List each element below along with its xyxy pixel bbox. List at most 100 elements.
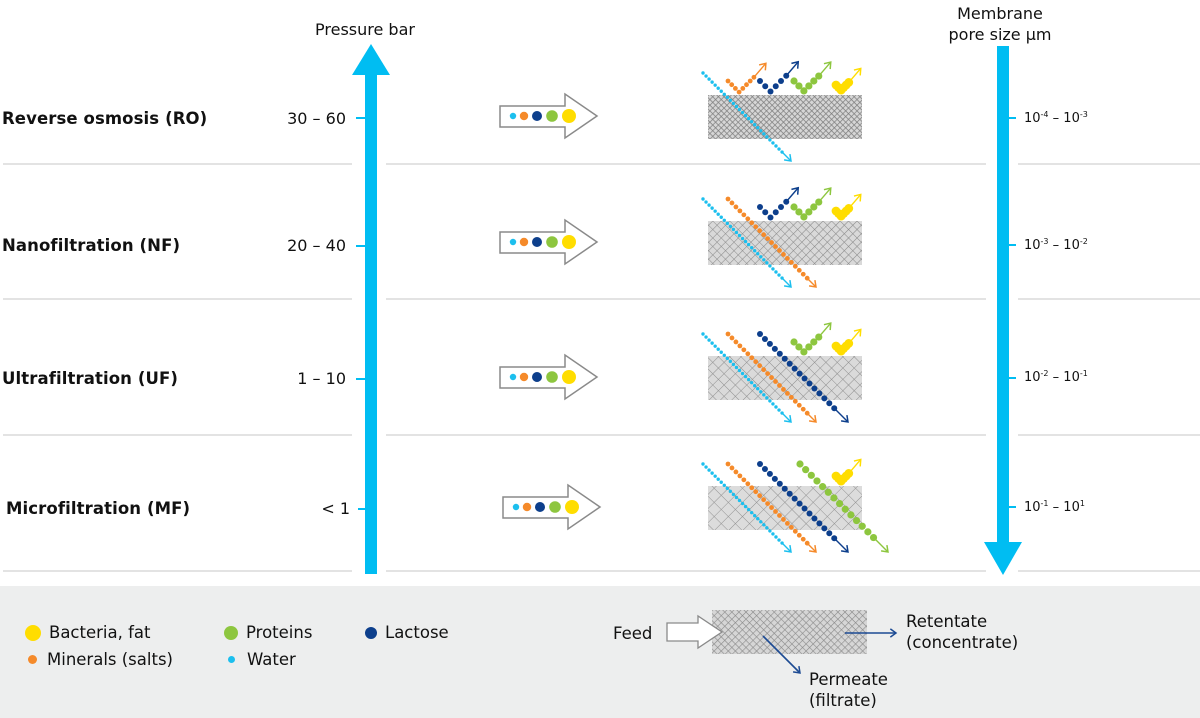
lactose-particle-path bbox=[757, 186, 800, 221]
water-feed-dot bbox=[509, 112, 517, 120]
minerals-particle bbox=[761, 232, 767, 238]
process-row-nf bbox=[499, 186, 862, 288]
bacteria_fat-feed-dot bbox=[562, 235, 576, 249]
bacteria_fat-particle-path bbox=[831, 458, 862, 486]
minerals-particle bbox=[800, 536, 806, 542]
water-particle bbox=[713, 474, 717, 478]
lactose-path-line bbox=[785, 187, 799, 203]
proteins-particle bbox=[795, 82, 803, 90]
minerals-particle bbox=[741, 477, 747, 483]
minerals-particle bbox=[773, 244, 778, 249]
minerals-particle bbox=[792, 528, 798, 534]
bacteria_fat-particle-path bbox=[831, 328, 862, 356]
pore-size-value-ro: 10-4 – 10-3 bbox=[1024, 110, 1088, 126]
proteins-particle-path bbox=[796, 460, 889, 553]
pore-max-base: 10 bbox=[1063, 238, 1080, 253]
water-particle bbox=[749, 245, 754, 250]
lactose-dot-icon bbox=[365, 626, 377, 639]
pressure-tick-ro bbox=[356, 117, 365, 119]
water-arrowhead-icon bbox=[783, 544, 792, 553]
pressure-axis-arrow bbox=[352, 44, 390, 574]
minerals-particle-path bbox=[725, 62, 767, 95]
water-particle bbox=[701, 71, 705, 75]
permeate-arrow-line bbox=[762, 635, 800, 673]
lactose-particle bbox=[781, 355, 788, 362]
minerals-path-line bbox=[806, 542, 817, 553]
row-divider bbox=[3, 163, 352, 165]
row-divider bbox=[1018, 298, 1200, 300]
pore-max-base: 10 bbox=[1063, 500, 1080, 515]
water-particle bbox=[762, 523, 766, 527]
minerals-particle bbox=[777, 513, 782, 518]
water-particle bbox=[762, 258, 766, 262]
lactose-particle bbox=[776, 480, 783, 487]
lactose-particle bbox=[762, 209, 769, 216]
lactose-particle bbox=[816, 390, 823, 397]
proteins-particle bbox=[819, 483, 827, 491]
water-particle bbox=[737, 368, 742, 373]
water-path-line bbox=[781, 542, 792, 553]
proteins-particle bbox=[841, 505, 849, 513]
pore-size-value-uf: 10-2 – 10-1 bbox=[1024, 369, 1088, 385]
lactose-particle bbox=[801, 375, 808, 382]
bacteria_fat-path-line bbox=[848, 193, 862, 209]
lactose-path-line bbox=[833, 407, 849, 423]
minerals-particle bbox=[753, 359, 759, 365]
water-particle bbox=[759, 255, 763, 259]
minerals-particle bbox=[725, 78, 731, 84]
feed-label: Feed bbox=[613, 624, 653, 643]
bacteria_fat-path-line bbox=[848, 67, 862, 83]
pore-min-exp: -4 bbox=[1040, 110, 1049, 119]
bacteria_fat-arrowhead-icon bbox=[853, 328, 862, 337]
proteins-particle bbox=[824, 488, 832, 496]
water-particle bbox=[725, 356, 730, 361]
water-arrowhead-icon bbox=[783, 279, 792, 288]
water-particle bbox=[777, 273, 781, 277]
bacteria_fat-arrowhead-icon bbox=[853, 193, 862, 202]
row-divider bbox=[3, 298, 352, 300]
proteins-dot-icon bbox=[224, 625, 238, 640]
water-particle bbox=[752, 383, 757, 388]
pore-min-base: 10 bbox=[1024, 500, 1041, 515]
minerals-path-line bbox=[806, 277, 817, 288]
process-label-ro: Reverse osmosis (RO) bbox=[2, 109, 208, 128]
water-particle bbox=[713, 209, 717, 213]
proteins-path-line bbox=[818, 187, 832, 203]
minerals-particle bbox=[796, 402, 802, 408]
proteins-arrowhead-icon bbox=[880, 544, 889, 553]
proteins-particle bbox=[810, 203, 818, 211]
minerals-feed-dot bbox=[519, 237, 529, 247]
proteins-particle bbox=[805, 343, 813, 351]
minerals-particle bbox=[800, 406, 806, 412]
minerals-path-line bbox=[753, 62, 767, 78]
lactose-particle bbox=[821, 525, 828, 532]
minerals-particle bbox=[736, 89, 742, 95]
bacteria_fat-feed-dot bbox=[562, 109, 576, 123]
lactose-particle bbox=[786, 360, 793, 367]
process-label-uf: Ultrafiltration (UF) bbox=[2, 369, 178, 388]
water-particle bbox=[716, 212, 720, 216]
row-divider bbox=[386, 570, 986, 572]
minerals-particle bbox=[765, 371, 770, 376]
lactose-particle bbox=[811, 385, 818, 392]
minerals-particle bbox=[757, 363, 763, 369]
minerals-feed-dot bbox=[522, 502, 532, 512]
process-row-uf bbox=[499, 322, 862, 423]
water-particle bbox=[771, 267, 775, 271]
minerals-particle bbox=[741, 212, 747, 218]
feed-arrow-icon bbox=[502, 483, 602, 531]
lactose-feed-dot bbox=[535, 502, 545, 512]
proteins-particle bbox=[807, 471, 815, 479]
pore-max-base: 10 bbox=[1063, 370, 1080, 385]
pore-tick-ro bbox=[1009, 117, 1016, 119]
proteins-particle bbox=[847, 511, 855, 519]
water-particle bbox=[740, 371, 745, 376]
process-label-mf: Microfiltration (MF) bbox=[6, 499, 191, 518]
proteins-particle bbox=[810, 338, 818, 346]
lactose-particle bbox=[771, 475, 778, 482]
proteins-particle bbox=[852, 516, 861, 525]
water-particle bbox=[746, 242, 751, 247]
proteins-particle bbox=[790, 203, 798, 211]
water-particle bbox=[710, 471, 714, 475]
